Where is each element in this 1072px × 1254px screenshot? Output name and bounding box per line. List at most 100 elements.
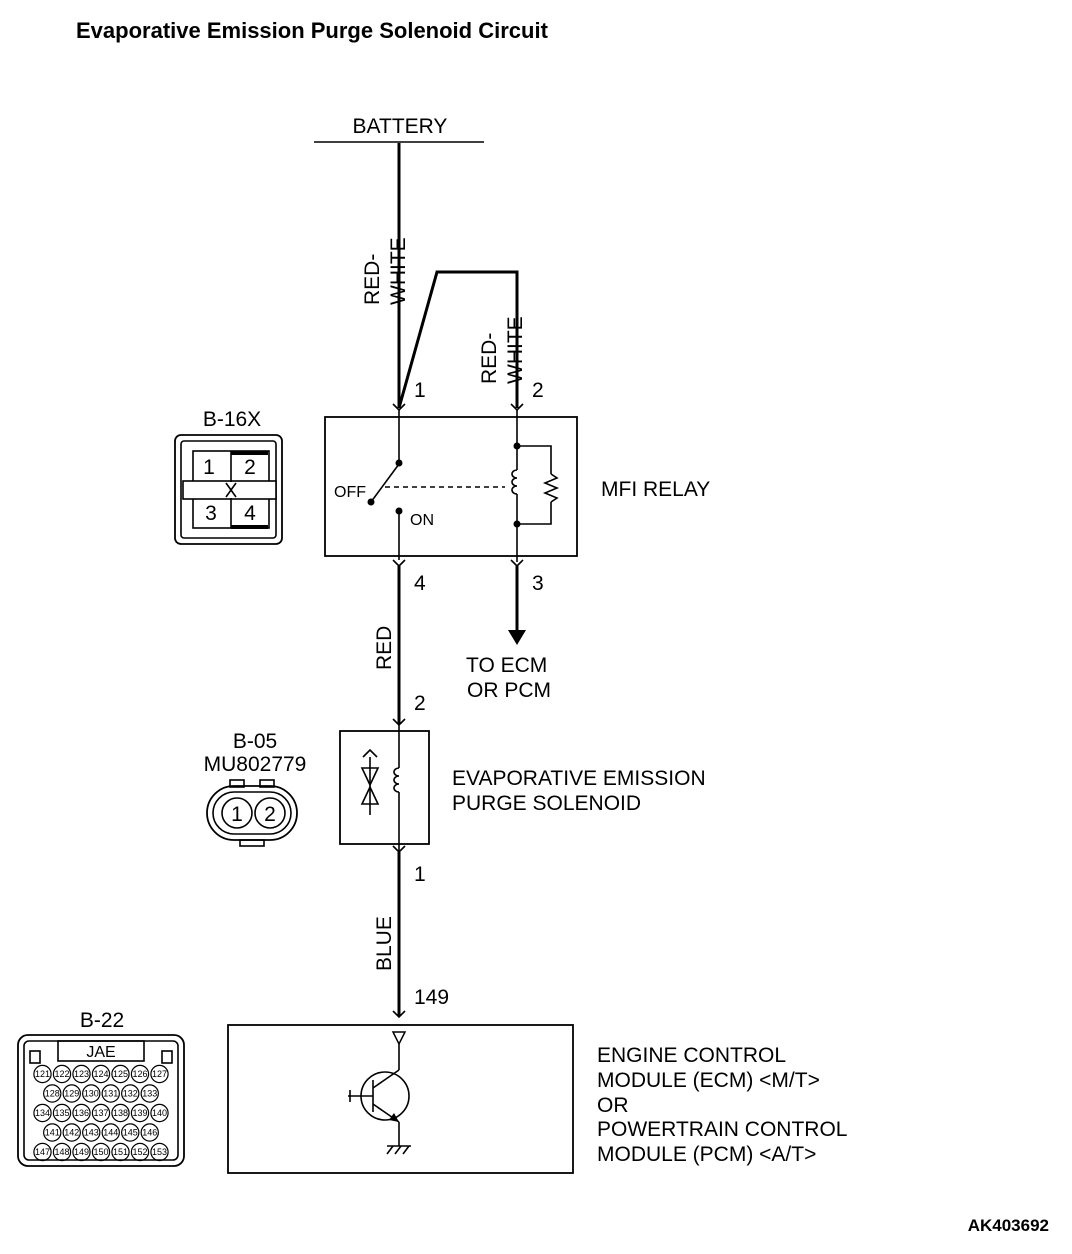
transistor-icon — [348, 1064, 410, 1123]
battery-label: BATTERY — [353, 115, 448, 138]
connector-b22-brand: JAE — [86, 1044, 115, 1061]
ecm-connector-pin-label: 143 — [84, 1128, 99, 1138]
switch-on-label: ON — [410, 512, 434, 529]
ecm-connector-pin-label: 146 — [142, 1128, 157, 1138]
relay-switch-pivot — [367, 498, 375, 506]
solenoid-box — [339, 730, 430, 845]
svg-text:WHITE: WHITE — [504, 316, 527, 384]
relay-pin-1: 1 — [414, 379, 426, 402]
svg-text:2: 2 — [244, 456, 256, 479]
ecm-connector-pin-circle — [43, 1084, 62, 1103]
ecm-connector-pin-label: 129 — [64, 1089, 79, 1099]
wire-label-red: RED — [373, 626, 396, 670]
connector-b05-part: MU802779 — [204, 753, 307, 776]
svg-text:WHITE: WHITE — [387, 237, 410, 305]
relay-pin-3: 3 — [532, 572, 544, 595]
to-ecm-label-1: TO ECM — [466, 654, 547, 677]
ecm-connector-pin-label: 145 — [123, 1128, 138, 1138]
ecm-connector-pin-circle — [130, 1064, 150, 1084]
wire-label-blue: BLUE — [373, 916, 396, 971]
ecm-connector-pin-circle — [101, 1084, 120, 1103]
ecm-connector-pin-label: 147 — [35, 1147, 50, 1157]
arrow-down-icon — [508, 630, 526, 645]
ecm-connector-pin-label: 137 — [93, 1108, 108, 1118]
svg-text:RED-: RED- — [478, 333, 501, 384]
ecm-connector-pin-label: 121 — [35, 1069, 50, 1079]
valve-arrow-icon — [362, 748, 378, 758]
wire-label-red-white-2: RED- WHITE — [478, 316, 527, 384]
relay-pin-4: 4 — [414, 572, 426, 595]
pin4-chevron — [392, 559, 406, 568]
ecm-connector-pin-label: 148 — [54, 1147, 69, 1157]
ecm-connector-pin-label: 135 — [54, 1108, 69, 1118]
connector-b05-icon: 1 2 — [206, 779, 298, 847]
relay-resistor-lead-bottom — [517, 502, 552, 525]
ecm-connector-pin-label: 153 — [152, 1147, 167, 1157]
ecm-label-1: ENGINE CONTROL — [597, 1044, 786, 1067]
relay-switch-arm — [370, 463, 400, 503]
wire-label-red-white-1: RED- WHITE — [361, 237, 410, 305]
ecm-connector-pin-circle — [101, 1123, 120, 1142]
ecm-connector-pin-circle — [91, 1064, 111, 1084]
ecm-connector-pin-label: 127 — [152, 1069, 167, 1079]
ecm-label-5: MODULE (PCM) <A/T> — [597, 1143, 816, 1166]
connector-b16x-label: B-16X — [203, 408, 261, 431]
svg-text:1: 1 — [231, 803, 243, 826]
ecm-box — [227, 1024, 574, 1174]
ecm-connector-pin-label: 141 — [45, 1128, 60, 1138]
valve-icon-top — [360, 767, 380, 787]
ecm-connector-pin-circle — [52, 1103, 72, 1123]
ecm-connector-pin-circle — [52, 1142, 72, 1162]
svg-text:1: 1 — [203, 456, 215, 479]
solenoid-label-1: EVAPORATIVE EMISSION — [452, 767, 706, 790]
ecm-connector-pin-circle — [82, 1123, 101, 1142]
ecm-label-2: MODULE (ECM) <M/T> — [597, 1069, 820, 1092]
ecm-connector-pin-label: 130 — [84, 1089, 99, 1099]
svg-text:3: 3 — [205, 502, 217, 525]
ecm-connector-pin-circle — [33, 1064, 52, 1084]
ecm-connector-pin-circle — [33, 1142, 52, 1162]
ecm-connector-pin-circle — [43, 1123, 62, 1142]
switch-off-label: OFF — [334, 484, 366, 501]
ecm-connector-pin-label: 124 — [93, 1069, 108, 1079]
ecm-connector-pin-label: 123 — [74, 1069, 89, 1079]
ecm-connector-pin-label: 136 — [74, 1108, 89, 1118]
mfi-relay-box — [324, 416, 578, 557]
connector-b05-label: B-05 — [233, 730, 277, 753]
ecm-connector-pin-circle — [91, 1142, 111, 1162]
diagram-title: Evaporative Emission Purge Solenoid Circ… — [76, 18, 549, 43]
ecm-connector-pin-label: 140 — [152, 1108, 167, 1118]
ecm-connector-pin-label: 152 — [132, 1147, 147, 1157]
ecm-input-triangle-icon — [391, 1031, 407, 1046]
ecm-connector-pin-circle — [130, 1103, 150, 1123]
to-ecm-label-2: OR PCM — [467, 679, 551, 702]
ecm-connector-pin-label: 126 — [132, 1069, 147, 1079]
ecm-connector-pin-circle — [72, 1142, 91, 1162]
ecm-connector-pin-circle — [140, 1084, 159, 1103]
ecm-connector-pin-label: 150 — [93, 1147, 108, 1157]
ecm-connector-pin-circle — [72, 1103, 91, 1123]
ecm-connector-pin-circle — [121, 1123, 140, 1142]
resistor-icon — [542, 473, 560, 503]
ecm-connector-pin-circle — [33, 1103, 52, 1123]
connector-b16x-icon: 1 2 3 4 — [174, 434, 283, 545]
ecm-connector-pin-circle — [150, 1142, 169, 1162]
relay-coil-icon — [511, 469, 518, 495]
ecm-connector-pin-circle — [62, 1084, 81, 1103]
connector-b22-label: B-22 — [80, 1009, 124, 1032]
ecm-connector-pin-circle — [111, 1103, 130, 1123]
ecm-connector-pin-label: 133 — [142, 1089, 157, 1099]
relay-contact-off — [395, 459, 403, 467]
ecm-connector-pin-label: 122 — [54, 1069, 69, 1079]
solenoid-coil-icon — [393, 767, 400, 793]
ecm-connector-pin-label: 142 — [64, 1128, 79, 1138]
solenoid-pin-2: 2 — [414, 692, 426, 715]
wire-branch-pin2 — [397, 270, 519, 409]
svg-text:2: 2 — [264, 803, 276, 826]
ecm-connector-pin-circle — [52, 1064, 72, 1084]
ecm-connector-pin-label: 139 — [132, 1108, 147, 1118]
svg-text:RED-: RED- — [361, 254, 384, 305]
ecm-label-3: OR — [597, 1094, 629, 1117]
ecm-connector-pin-circle — [140, 1123, 159, 1142]
